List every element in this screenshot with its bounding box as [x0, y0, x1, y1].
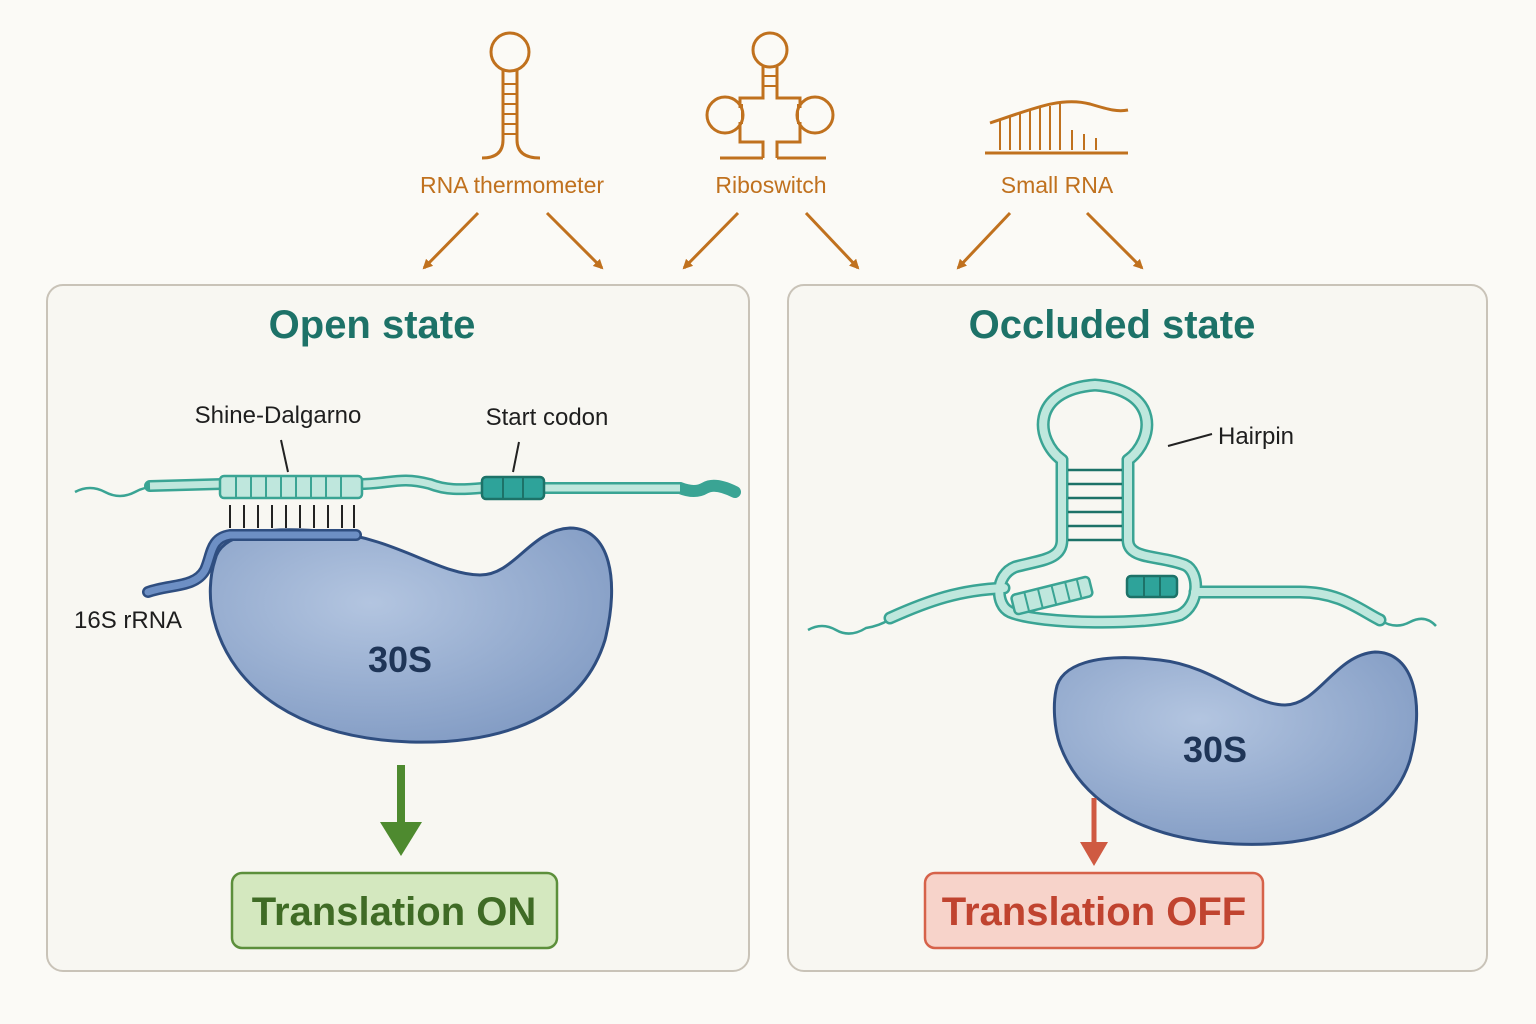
- open-state-title: Open state: [269, 303, 476, 347]
- base-pairing: [229, 505, 355, 528]
- regulator-label-thermometer: RNA thermometer: [420, 172, 604, 198]
- shine-dalgarno-leader: [280, 439, 289, 473]
- mrna-3prime-tail-occluded: [1379, 617, 1437, 627]
- arrow-riboswitch-open: [682, 211, 740, 270]
- hairpin-leader: [1167, 433, 1213, 447]
- regulator-label-riboswitch: Riboswitch: [715, 172, 826, 198]
- arrow-thermometer-open: [422, 211, 480, 270]
- ribosome-30s-open: [208, 526, 614, 744]
- translation-off-label: Translation OFF: [942, 890, 1246, 934]
- arrow-small-rna-occluded: [1085, 211, 1144, 270]
- arrow-translation-off: [1080, 798, 1108, 866]
- mrna-5prime-tail-occluded: [807, 616, 893, 635]
- rna-thermometer-icon: [481, 31, 541, 160]
- mrna-hairpin: [883, 378, 1387, 629]
- regulator-label-small-rna: Small RNA: [1001, 172, 1114, 198]
- start-codon-label: Start codon: [486, 404, 609, 431]
- ribosome-30s-occluded: [1052, 650, 1419, 846]
- shine-dalgarno-label: Shine-Dalgarno: [195, 402, 362, 429]
- arrow-riboswitch-occluded: [804, 211, 860, 270]
- ribosome-30s-label-open: 30S: [368, 639, 432, 680]
- regulator-arrows: [422, 211, 1144, 270]
- occluded-state-panel: Occluded state: [787, 284, 1488, 972]
- occluded-state-title: Occluded state: [969, 303, 1256, 347]
- shine-dalgarno-occluded: [1010, 575, 1094, 616]
- ribosome-30s-label-occluded: 30S: [1183, 729, 1247, 770]
- start-codon-leader: [512, 441, 520, 473]
- arrow-small-rna-open: [956, 211, 1012, 270]
- arrow-translation-on: [380, 765, 422, 856]
- hairpin-label: Hairpin: [1218, 423, 1294, 450]
- translation-on-label: Translation ON: [252, 890, 537, 934]
- open-state-panel: Open state: [46, 284, 750, 972]
- translation-on-badge: [230, 871, 559, 950]
- translation-off-badge: [923, 871, 1265, 950]
- small-rna-icon: [985, 100, 1129, 155]
- arrow-thermometer-occluded: [545, 211, 604, 270]
- riboswitch-icon: [705, 31, 835, 160]
- rrna-16s-label: 16S rRNA: [74, 607, 182, 634]
- mrna-coding-strand: [539, 479, 741, 498]
- start-codon: [480, 475, 546, 501]
- start-codon-occluded: [1125, 574, 1179, 599]
- shine-dalgarno-sequence: [218, 474, 364, 500]
